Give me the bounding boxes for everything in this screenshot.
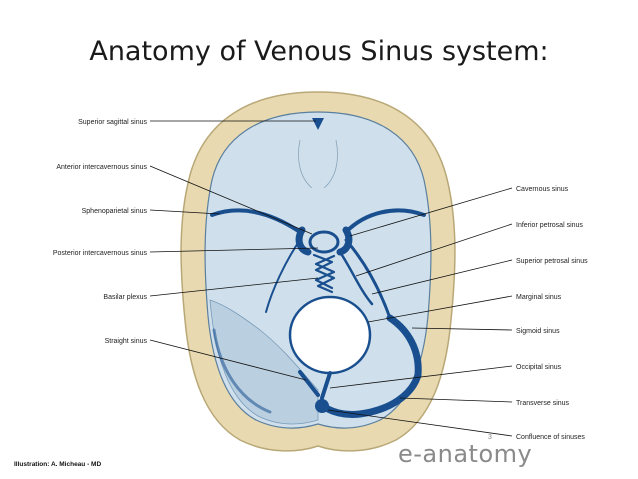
- label-transverse-sinus: Transverse sinus: [516, 400, 570, 407]
- sphenoparietal-sinus-right: [344, 208, 426, 234]
- basilar-plexus: [312, 253, 336, 294]
- e-anatomy-watermark: e-anatomy: [398, 440, 533, 468]
- straight-sinus: [298, 370, 320, 397]
- sigmoid-sinus: [386, 314, 422, 379]
- leader-lines: [149, 120, 513, 437]
- label-sigmoid-sinus: Sigmoid sinus: [516, 328, 560, 335]
- label-posterior-intercavernous-sinus: Posterior intercavernous sinus: [53, 250, 148, 257]
- confluence-of-sinuses: [315, 399, 329, 413]
- occipital-sinus: [320, 371, 332, 400]
- label-confluence-of-sinuses: Confluence of sinuses: [516, 434, 585, 441]
- slide-title: Anatomy of Venous Sinus system:: [89, 36, 549, 67]
- label-superior-petrosal-sinus: Superior petrosal sinus: [516, 258, 588, 265]
- tentorium-region: [209, 299, 319, 425]
- illustration-credit: Illustration: A. Micheau - MD: [14, 461, 102, 468]
- label-superior-sagittal-sinus: Superior sagittal sinus: [78, 119, 147, 126]
- watermark-superscript: 3: [488, 434, 492, 441]
- label-basilar-plexus: Basilar plexus: [103, 294, 147, 301]
- label-sphenoparietal-sinus: Sphenoparietal sinus: [82, 208, 148, 215]
- label-straight-sinus: Straight sinus: [105, 338, 148, 345]
- label-marginal-sinus: Marginal sinus: [516, 294, 562, 301]
- label-cavernous-sinus: Cavernous sinus: [516, 186, 569, 193]
- intercavernous-ring: [308, 230, 340, 254]
- transverse-sinus-left: [212, 328, 272, 414]
- cavernous-sinus-left: [295, 226, 312, 256]
- superior-petrosal-sinus: [344, 238, 392, 320]
- cribriform-detail: [298, 139, 338, 189]
- sphenoparietal-sinus-left: [210, 208, 302, 234]
- foramen-magnum: [288, 295, 372, 375]
- inferior-petrosal-sinus: [338, 250, 374, 306]
- label-inferior-petrosal-sinus: Inferior petrosal sinus: [516, 222, 583, 229]
- label-occipital-sinus: Occipital sinus: [516, 364, 562, 371]
- label-anterior-intercavernous-sinus: Anterior intercavernous sinus: [56, 164, 147, 171]
- petrosal-sinus-left: [265, 239, 301, 313]
